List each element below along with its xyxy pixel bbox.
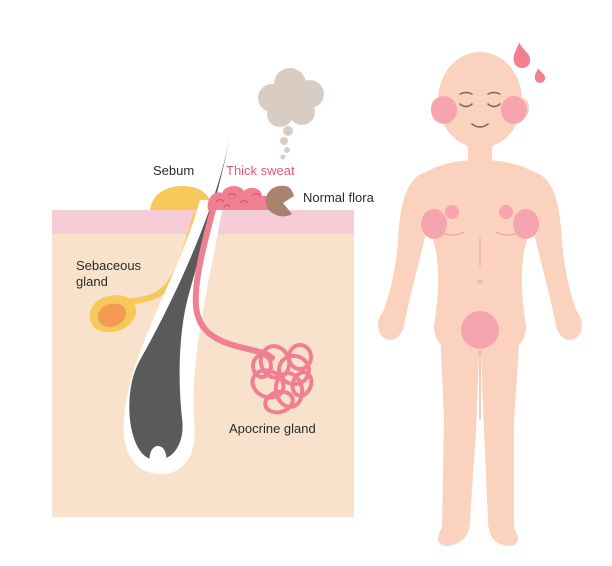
head [438, 52, 522, 148]
left-brow [459, 91, 473, 95]
hair-shaft [129, 136, 230, 460]
sebaceous-gland-label-line1: Sebaceous [76, 258, 142, 273]
sebaceous-gland [89, 295, 137, 333]
apocrine-gland-coil [250, 343, 314, 415]
thick-sweat-blob [207, 185, 273, 210]
apocrine-gland-label: Apocrine gland [229, 421, 316, 436]
chest-line-right [495, 231, 521, 236]
navel [477, 279, 483, 284]
normal-flora-bacterium [265, 185, 294, 217]
armpit-highlight-left [421, 209, 447, 239]
sweat-drop-icon [513, 42, 531, 68]
right-leg [480, 330, 520, 546]
sebaceous-gland-label-line2: gland [76, 274, 108, 289]
ear-highlight-left [431, 96, 457, 124]
right-eye [487, 103, 501, 108]
armpit-highlight-right [513, 209, 539, 239]
sweat-texture [215, 192, 261, 208]
normal-flora-label: Normal flora [303, 190, 374, 205]
hair-papilla [149, 446, 167, 466]
sebum-label: Sebum [153, 163, 195, 178]
nipple-highlight-left [445, 205, 459, 219]
ear-highlight-right [501, 96, 527, 124]
chest-line-left [439, 231, 465, 236]
apocrine-duct [192, 203, 275, 361]
thick-sweat-label: Thick sweat [226, 163, 295, 178]
left-leg [438, 330, 480, 546]
sebum-blob [150, 186, 212, 210]
human-figure [378, 42, 582, 546]
groin-highlight [461, 311, 499, 349]
right-brow [487, 91, 501, 95]
smell-cloud [258, 68, 324, 160]
right-arm [522, 172, 582, 341]
left-eye [459, 103, 473, 108]
nipple-highlight-right [499, 205, 513, 219]
left-arm [378, 172, 438, 341]
sweat-drop-small-icon [534, 68, 546, 83]
mouth [471, 123, 489, 128]
